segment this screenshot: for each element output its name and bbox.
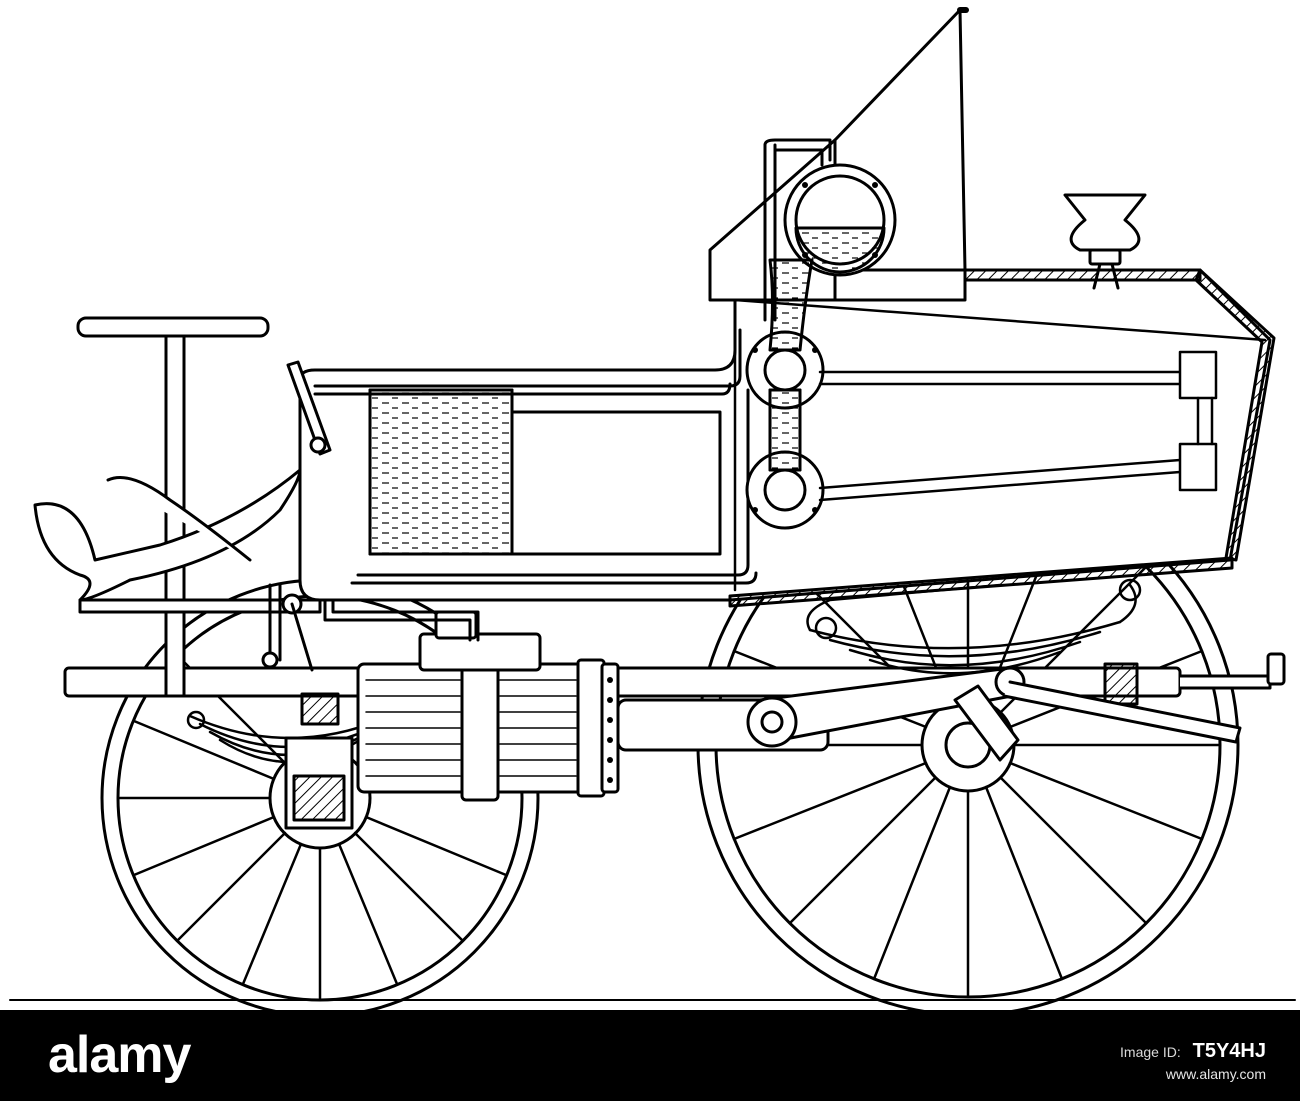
steam-pipes — [313, 138, 832, 642]
alamy-logo: alamy — [48, 1026, 191, 1084]
tank-compartment — [510, 410, 722, 556]
water-gauge — [745, 163, 897, 530]
image-id-line: Image ID: T5Y4HJ — [1120, 1040, 1266, 1063]
engine-cylinder — [356, 610, 620, 802]
driver-seat — [33, 468, 322, 614]
steam-carriage-engraving — [9, 7, 1296, 1010]
connecting-rod — [616, 666, 1242, 752]
crank-arm — [953, 684, 1020, 762]
site-url: www.alamy.com — [1165, 1066, 1266, 1082]
control-lever — [261, 360, 332, 672]
water-tank — [368, 388, 514, 556]
watermark-footer: alamy Image ID: T5Y4HJ www.alamy.com — [0, 1010, 1300, 1101]
chassis-frame — [63, 652, 1286, 698]
funnel — [1063, 193, 1147, 290]
image-id-value: T5Y4HJ — [1192, 1040, 1266, 1062]
flue-tubes — [818, 350, 1218, 502]
image-id-label: Image ID: — [1120, 1044, 1181, 1060]
axle-block — [1103, 662, 1139, 706]
